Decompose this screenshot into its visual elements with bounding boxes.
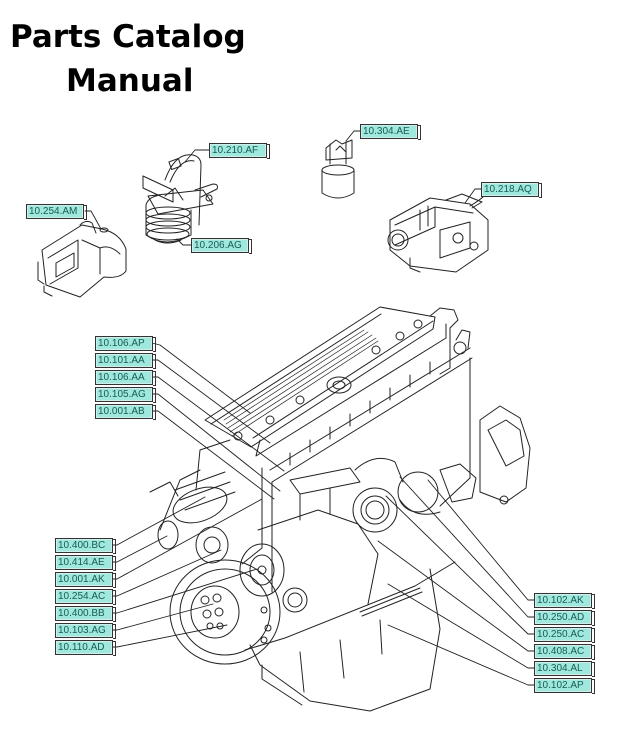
document-title-line-1: Parts Catalog — [10, 19, 246, 55]
part-label[interactable]: 10.110.AD — [55, 640, 116, 656]
part-label[interactable]: 10.106.AA — [95, 370, 156, 386]
document-title-line-2: Manual — [66, 63, 194, 99]
part-label[interactable]: 10.254.AC — [55, 589, 116, 605]
part-label[interactable]: 10.001.AB — [95, 404, 156, 420]
intake-housing-drawing — [37, 220, 127, 298]
part-label[interactable]: 10.102.AK — [534, 593, 595, 609]
part-label[interactable]: 10.105.AG — [95, 387, 156, 403]
part-label[interactable]: 10.218.AQ — [481, 182, 542, 198]
part-label[interactable]: 10.103.AG — [55, 623, 116, 639]
part-label[interactable]: 10.106.AP — [95, 336, 156, 352]
leader-lines — [84, 130, 535, 686]
fuel-pump-drawing — [387, 193, 489, 273]
part-label[interactable]: 10.001.AK — [55, 572, 116, 588]
part-label[interactable]: 10.414.AE — [55, 555, 116, 571]
fuel-filter-drawing — [142, 154, 218, 244]
part-label[interactable]: 10.210.AF — [209, 143, 270, 159]
part-label[interactable]: 10.408.AC — [534, 644, 595, 660]
part-label[interactable]: 10.102.AP — [534, 678, 595, 694]
part-label[interactable]: 10.304.AE — [360, 124, 421, 140]
part-label[interactable]: 10.206.AG — [191, 238, 252, 254]
part-label[interactable]: 10.400.BB — [55, 606, 116, 622]
engine-drawing — [149, 306, 531, 712]
part-label[interactable]: 10.304.AL — [534, 661, 595, 677]
part-label[interactable]: 10.400.BC — [55, 538, 116, 554]
part-label[interactable]: 10.254.AM — [26, 204, 87, 220]
oil-filter-drawing — [321, 139, 355, 199]
part-label[interactable]: 10.250.AC — [534, 627, 595, 643]
part-label[interactable]: 10.101.AA — [95, 353, 156, 369]
part-label[interactable]: 10.250.AD — [534, 610, 595, 626]
